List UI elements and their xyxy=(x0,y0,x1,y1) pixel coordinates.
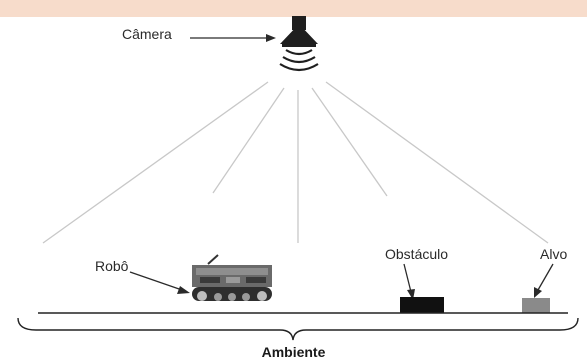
robot-arrow xyxy=(129,271,190,294)
camera-icon xyxy=(279,16,319,72)
camera-arrow xyxy=(190,34,276,42)
target-label: Alvo xyxy=(540,246,568,262)
robot-image xyxy=(192,254,272,301)
environment-brace xyxy=(17,317,579,341)
robot-label: Robô xyxy=(95,258,129,274)
view-line-5 xyxy=(325,81,549,244)
obstacle-arrow xyxy=(403,263,415,300)
target-arrow xyxy=(534,263,554,298)
target-block xyxy=(522,298,550,313)
environment-label: Ambiente xyxy=(261,344,326,360)
view-line-2 xyxy=(212,87,285,194)
obstacle-label: Obstáculo xyxy=(385,246,449,262)
camera-view-lines xyxy=(42,81,549,244)
camera-label: Câmera xyxy=(122,26,172,42)
obstacle-block xyxy=(400,297,444,313)
view-line-1 xyxy=(42,81,269,244)
top-band xyxy=(0,0,587,17)
view-line-4 xyxy=(311,87,388,197)
